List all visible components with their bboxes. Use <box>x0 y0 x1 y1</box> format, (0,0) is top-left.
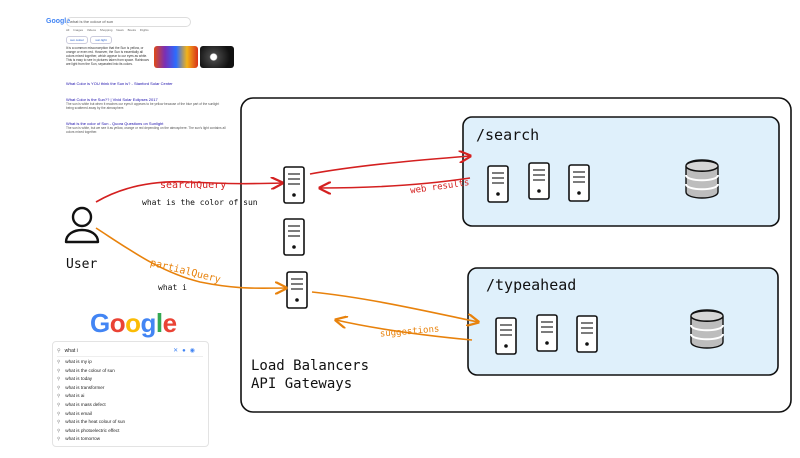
suggestion-item[interactable]: ⚲ what is the heat colour of sun <box>57 418 125 427</box>
suggestion-item[interactable]: ⚲ what is today <box>57 375 125 384</box>
web-results-arrow <box>320 177 471 188</box>
serp-image-sun <box>200 46 234 68</box>
suggestion-item[interactable]: ⚲ what is the colour of sun <box>57 367 125 376</box>
search-icon: ⚲ <box>57 359 61 364</box>
serp-result-snippet: The sun is white, but we see it as yello… <box>66 126 226 134</box>
logo-letter: e <box>162 308 177 338</box>
gateway-label-line1: Load Balancers <box>251 358 369 374</box>
autocomplete-search-input[interactable]: ⚲what i ✕●◉ <box>57 346 203 357</box>
suggestion-text: what is the heat colour of sun <box>65 419 126 425</box>
logo-letter: g <box>140 308 157 338</box>
logo-letter: G <box>90 308 110 338</box>
load-balancer-server-icon <box>283 218 305 256</box>
server-icon <box>536 314 558 352</box>
suggestion-item[interactable]: ⚲ what is ai <box>57 392 125 401</box>
search-icon: ⚲ <box>57 427 61 433</box>
serp-result-title[interactable]: What Color is the Sun?? | Vivid Solar Ec… <box>66 97 158 102</box>
serp-logo: Google <box>46 18 70 25</box>
suggestion-text: what is mass defect <box>65 401 106 407</box>
suggestion-text: what is tomorrow <box>65 436 101 442</box>
suggestions-label: suggestions <box>380 324 440 339</box>
suggestion-text: what is email <box>65 410 92 416</box>
search-icon: ⚲ <box>57 410 61 416</box>
serp-result-snippet: The sun is white but when it reaches our… <box>66 102 220 110</box>
serp-result[interactable]: What Color is the Sun?? | Vivid Solar Ec… <box>66 97 226 111</box>
load-balancer-server-icon <box>286 271 308 309</box>
logo-letter: o <box>125 308 141 338</box>
search-icon: ⚲ <box>57 384 61 390</box>
partial-query-label: partialQuery <box>149 258 222 286</box>
suggestion-item[interactable]: ⚲ what is transformer <box>57 384 125 393</box>
suggestion-text: what is photoelectric effect <box>65 427 120 433</box>
partial-query-text: what i <box>158 283 187 292</box>
search-service-label: /search <box>476 126 539 144</box>
user-label: User <box>66 257 97 272</box>
serp-result-title[interactable]: What Color is YOU think the Sun is? - St… <box>66 81 173 86</box>
partial-query-arrow <box>95 227 286 288</box>
suggestion-item[interactable]: ⚲ what is photoelectric effect <box>57 427 125 436</box>
serp-image-spectrum <box>154 46 198 68</box>
suggestion-item[interactable]: ⚲ what is my ip <box>57 358 125 367</box>
suggestion-text: what is the colour of sun <box>65 367 115 373</box>
logo-letter: o <box>109 308 126 338</box>
suggestion-item[interactable]: ⚲ what is email <box>57 410 125 419</box>
search-icon: ⚲ <box>57 393 61 399</box>
search-results-thumbnail: Google what is the colour of sun All Ima… <box>44 14 234 154</box>
user-icon <box>64 206 100 244</box>
suggestion-list: ⚲ what is my ip ⚲ what is the colour of su… <box>57 358 125 444</box>
gateway-container <box>240 97 792 413</box>
suggestion-item[interactable]: ⚲ what is tomorrow <box>57 435 125 444</box>
logo-letter: l <box>155 308 163 338</box>
search-icon: ⚲ <box>57 401 61 407</box>
server-icon <box>487 165 509 203</box>
lb-to-typeahead-arrow <box>311 291 478 322</box>
serp-chip[interactable]: sun light <box>90 36 112 44</box>
autocomplete-dropdown: ⚲what i ✕●◉ ⚲what is my ip ⚲what is the … <box>52 341 209 447</box>
search-query-label: searchQuery <box>160 180 226 191</box>
server-icon <box>528 162 550 200</box>
serp-query-box[interactable]: what is the colour of sun <box>66 17 191 27</box>
mic-lens-icons[interactable]: ✕●◉ <box>173 348 199 354</box>
google-logo: Google <box>90 308 177 339</box>
suggestion-text: what is ai <box>65 393 85 399</box>
serp-snippet: It is a common misconception that the Su… <box>66 46 149 66</box>
serp-result-title[interactable]: What is the color of Sun - Quora Questio… <box>66 121 164 126</box>
gateway-label-line2: API Gateways <box>251 376 352 392</box>
suggestion-text: what is today <box>65 376 93 382</box>
search-query-text: what is the color of sun <box>142 198 258 207</box>
search-icon: ⚲ <box>57 367 61 373</box>
lb-to-search-arrow <box>309 156 470 175</box>
server-icon <box>568 164 590 202</box>
server-icon <box>495 317 517 355</box>
suggestion-text: what is my ip <box>65 359 92 364</box>
serp-chip[interactable]: sun colour <box>66 36 88 44</box>
search-icon: ⚲ <box>57 376 61 382</box>
database-icon <box>690 309 724 349</box>
serp-result[interactable]: What is the color of Sun - Quora Questio… <box>66 121 226 135</box>
database-icon <box>685 159 719 199</box>
load-balancer-server-icon <box>283 166 305 204</box>
server-icon <box>576 315 598 353</box>
search-icon: ⚲ <box>57 419 61 425</box>
web-results-label: web results <box>410 178 470 196</box>
search-query-arrow <box>95 182 282 203</box>
serp-tabs: All Images Videos Shopping News Books Fl… <box>66 28 149 32</box>
autocomplete-query: what i <box>64 348 78 354</box>
search-icon: ⚲ <box>57 348 61 354</box>
suggestions-arrow <box>336 320 473 341</box>
typeahead-service-label: /typeahead <box>486 276 576 294</box>
suggestion-text: what is transformer <box>65 384 105 390</box>
serp-result[interactable]: What Color is YOU think the Sun is? - St… <box>66 82 226 86</box>
suggestion-item[interactable]: ⚲ what is mass defect <box>57 401 125 410</box>
search-icon: ⚲ <box>57 436 61 442</box>
serp-logo-text: Google <box>46 18 71 25</box>
